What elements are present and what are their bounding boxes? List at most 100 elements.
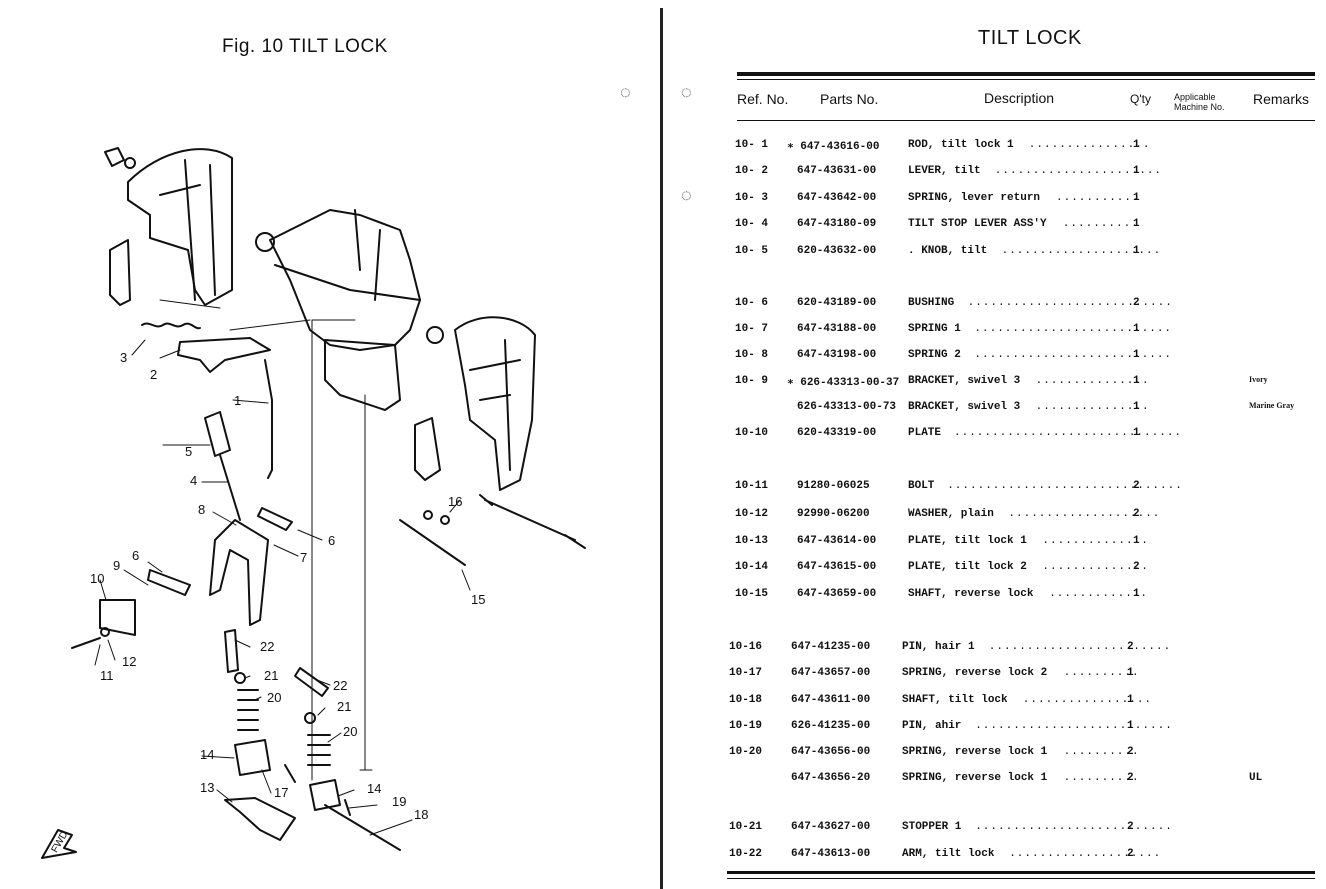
part-number-cell: 626-43313-00-73 xyxy=(797,401,897,413)
part-number-cell: 647-43613-00 xyxy=(791,848,871,860)
quantity-cell: 1 xyxy=(1127,694,1134,706)
leader-dots: .................... xyxy=(1008,508,1161,520)
binding-hole-mark: ◌ xyxy=(681,185,692,205)
part-number-cell: 647-43657-00 xyxy=(791,667,871,679)
leader-dots: .......................... xyxy=(975,720,1173,732)
description-cell: PIN, hair 1 xyxy=(902,641,975,653)
lever-return-spring xyxy=(141,322,201,330)
exploded-parts-diagram: 1 2 3 4 5 6 6 7 8 9 10 11 12 13 14 14 15… xyxy=(41,147,586,859)
quantity-cell: 2 xyxy=(1127,746,1134,758)
leader-dots: .......... xyxy=(1062,218,1139,230)
ref-no-cell: 10- 4 xyxy=(735,218,769,230)
pin-19 xyxy=(344,799,351,816)
ref-no-cell: 10- 6 xyxy=(735,297,769,309)
ref-no-cell: 10- 3 xyxy=(735,192,769,204)
part-number-cell: 92990-06200 xyxy=(797,508,870,520)
header-parts-no: Parts No. xyxy=(820,91,879,107)
leader-dots: .................... xyxy=(1009,848,1162,860)
header-rule-top xyxy=(737,72,1315,76)
lower-housing xyxy=(324,339,401,411)
description-cell: SPRING 2 xyxy=(908,349,961,361)
description-cell: PIN, ahir xyxy=(902,720,962,732)
page-divider xyxy=(660,8,663,889)
quantity-cell: 2 xyxy=(1133,508,1140,520)
ref-no-cell: 10- 9 xyxy=(735,375,769,387)
header-applicable-2: Machine No. xyxy=(1174,102,1225,112)
quantity-cell: 2 xyxy=(1127,848,1134,860)
callout-8: 8 xyxy=(198,502,205,517)
ref-no-cell: 10- 2 xyxy=(735,165,769,177)
tilt-lock-rod xyxy=(264,359,273,479)
description-cell: BOLT xyxy=(908,480,935,492)
swivel-bracket-right xyxy=(454,316,536,491)
description-cell: WASHER, plain xyxy=(908,508,994,520)
spring-20-right xyxy=(307,734,331,766)
ref-no-cell: 10- 1 xyxy=(735,139,769,151)
stopper-left xyxy=(224,629,239,673)
quantity-cell: 1 xyxy=(1133,192,1140,204)
part-number-cell: 626-41235-00 xyxy=(791,720,871,732)
bushing xyxy=(257,507,293,531)
leader-dots: .......... xyxy=(1063,772,1140,784)
ref-no-cell: 10-12 xyxy=(735,508,769,520)
quantity-cell: 1 xyxy=(1133,427,1140,439)
leader-dots: .............. xyxy=(1042,561,1149,573)
shaft-reverse-lock xyxy=(399,519,466,566)
description-cell: BRACKET, swivel 3 xyxy=(908,375,1021,387)
header-applicable-1: Applicable xyxy=(1174,92,1216,102)
callout-2: 2 xyxy=(150,367,157,382)
parts-list-panel: ◌ ◌ TILT LOCK Ref. No. Parts No. Descrip… xyxy=(663,0,1326,889)
callout-5: 5 xyxy=(185,444,192,459)
part-number-cell: ∗ 647-43616-00 xyxy=(787,141,880,153)
bushing-lower xyxy=(147,569,191,596)
header-rule-bottom xyxy=(737,120,1315,121)
figure-title: Fig. 10 TILT LOCK xyxy=(222,36,388,57)
part-number-cell: 647-43656-00 xyxy=(791,746,871,758)
description-cell: SPRING 1 xyxy=(908,323,961,335)
description-cell: LEVER, tilt xyxy=(908,165,981,177)
fwd-arrow xyxy=(41,829,77,859)
leader-dots: .......................... xyxy=(974,349,1173,361)
remarks-cell: Marine Gray xyxy=(1249,401,1295,410)
part-number-cell: ∗ 626-43313-00-37 xyxy=(787,377,900,389)
nut-left xyxy=(104,147,125,167)
ref-no-cell: 10-18 xyxy=(729,694,763,706)
quantity-cell: 1 xyxy=(1133,165,1140,177)
tilt-lever xyxy=(177,337,271,373)
callout-15: 15 xyxy=(471,592,485,607)
shaft-tilt-lock xyxy=(324,804,401,851)
leader-dots: ............... xyxy=(1035,401,1150,413)
leader-dots: ............. xyxy=(1049,588,1149,600)
ref-no-cell: 10- 7 xyxy=(735,323,769,335)
callout-4: 4 xyxy=(190,473,197,488)
washer-center xyxy=(426,326,444,344)
part-number-cell: 647-43642-00 xyxy=(797,192,877,204)
quantity-cell: 1 xyxy=(1127,720,1134,732)
leader-dots: ................ xyxy=(1028,139,1151,151)
callout-21a: 21 xyxy=(264,668,278,683)
pin-16 xyxy=(423,510,433,520)
part-number-cell: 91280-06025 xyxy=(797,480,870,492)
part-number-cell: 647-43614-00 xyxy=(797,535,877,547)
leader-dots: .......... xyxy=(1063,746,1140,758)
part-number-cell: 647-43188-00 xyxy=(797,323,877,335)
binding-hole-mark: ◌ xyxy=(681,82,692,102)
quantity-cell: 1 xyxy=(1133,535,1140,547)
description-cell: SHAFT, tilt lock xyxy=(902,694,1008,706)
description-cell: STOPPER 1 xyxy=(902,821,962,833)
ref-no-cell: 10- 5 xyxy=(735,245,769,257)
description-cell: ROD, tilt lock 1 xyxy=(908,139,1014,151)
spring-17 xyxy=(284,764,296,783)
quantity-cell: 2 xyxy=(1127,641,1134,653)
part-number-cell: 647-43627-00 xyxy=(791,821,871,833)
leader-dots: .............................. xyxy=(954,427,1183,439)
